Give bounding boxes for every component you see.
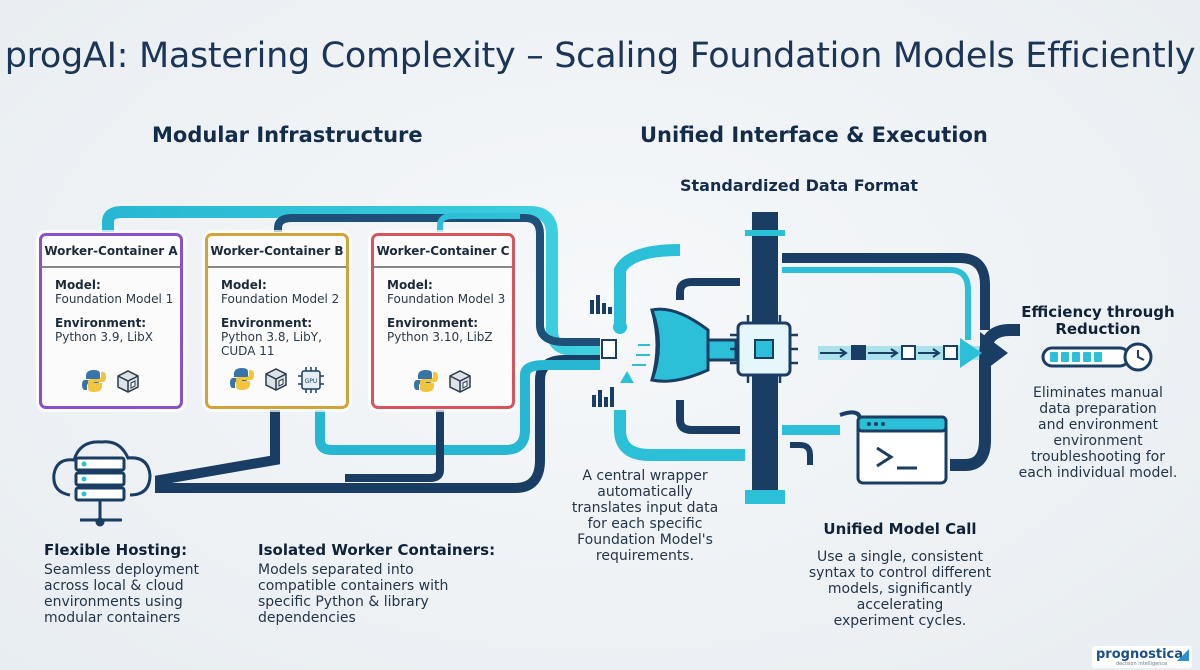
efficiency-description: Eliminates manual data preparation and e… [1015, 385, 1181, 481]
efficiency-line: and environment [1038, 417, 1158, 433]
python-icon [82, 370, 106, 392]
wrapper-line: translates input data [571, 500, 719, 516]
prognostica-logo: prognostica decision intelligence [1092, 646, 1192, 668]
isolated-line: Models separated into [258, 562, 414, 578]
efficiency-title: Efficiency through Reduction [1018, 304, 1178, 338]
wrapper-line: for each specific [587, 516, 703, 532]
unified-call-description: Use a single, consistent syntax to contr… [800, 549, 1000, 629]
cloud-server-icon [52, 440, 152, 527]
container-header: Worker-Container C [374, 236, 512, 268]
triangle-icon [620, 371, 634, 383]
section-title-unified: Unified Interface & Execution [640, 123, 988, 147]
worker-container-c[interactable]: Worker-Container C Model: Foundation Mod… [371, 233, 515, 409]
hosting-title: Flexible Hosting: [44, 541, 188, 559]
efficiency-line: troubleshooting for [1031, 449, 1165, 465]
environment-value: Python 3.10, LibZ [387, 330, 493, 344]
unified-call-line: syntax to control different [808, 565, 992, 581]
unified-call-line: Use a single, consistent [816, 549, 984, 565]
wrapper-description: A central wrapper automatically translat… [560, 468, 730, 564]
environment-value: Python 3.9, LibX [55, 330, 153, 344]
central-wrapper-graphic [590, 295, 798, 407]
isolated-line: dependencies [258, 610, 356, 626]
section-title-modular: Modular Infrastructure [152, 123, 423, 147]
funnel-icon [649, 307, 710, 383]
package-icon [449, 370, 471, 393]
unified-call-line: models, significantly [827, 581, 973, 597]
bar-chart-icon-2 [592, 387, 614, 407]
hosting-line: Seamless deployment [44, 562, 199, 578]
isolated-title: Isolated Worker Containers: [258, 541, 496, 559]
python-icon [414, 370, 438, 392]
efficiency-line: data preparation [1039, 401, 1157, 417]
document-icon [601, 339, 617, 359]
python-icon [230, 368, 254, 390]
unified-call-line: experiment cycles. [833, 613, 967, 629]
hosting-description: Flexible Hosting: Seamless deployment ac… [44, 541, 244, 626]
wrapper-line: A central wrapper [582, 468, 708, 484]
isolated-line: compatible containers with [258, 578, 449, 594]
model-value: Foundation Model 2 [221, 292, 340, 306]
terminal-icon [856, 415, 948, 485]
section-title-standardized: Standardized Data Format [680, 176, 918, 195]
environment-label: Environment: [221, 316, 313, 330]
wrapper-line: automatically [597, 484, 693, 500]
wrapper-line: Foundation Model's [577, 532, 713, 548]
worker-container-a[interactable]: Worker-Container A Model: Foundation Mod… [39, 233, 183, 409]
model-label: Model: [221, 278, 267, 292]
efficiency-title-line-2: Reduction [1055, 320, 1141, 338]
package-icon [117, 370, 139, 393]
worker-container-b[interactable]: Worker-Container B Model: Foundation Mod… [205, 233, 349, 409]
unified-call-line: accelerating [856, 597, 944, 613]
unified-call-title: Unified Model Call [823, 520, 977, 538]
hosting-line: environments using [44, 594, 183, 610]
chip-icon [730, 315, 798, 383]
container-header: Worker-Container A [42, 236, 180, 268]
logo-mark-icon [1177, 649, 1189, 661]
model-label: Model: [387, 278, 433, 292]
gpu-icon: GPU [298, 367, 324, 393]
hosting-line: across local & cloud [44, 578, 184, 594]
logo-name: prognostica [1096, 647, 1184, 662]
circle-icon [613, 320, 627, 334]
efficiency-line: Eliminates manual [1033, 385, 1163, 401]
isolated-description: Isolated Worker Containers: Models separ… [258, 541, 498, 626]
hosting-line: modular containers [44, 610, 181, 626]
environment-value: Python 3.8, LibY, CUDA 11 [221, 330, 322, 358]
logo-tagline: decision intelligence [1116, 661, 1168, 667]
model-label: Model: [55, 278, 101, 292]
wrapper-line: requirements. [595, 548, 695, 564]
environment-label: Environment: [55, 316, 147, 330]
isolated-line: specific Python & library [258, 594, 429, 610]
container-header: Worker-Container B [208, 236, 346, 268]
flow-steps [820, 345, 958, 360]
gpu-label: GPU [305, 378, 318, 385]
bar-chart-icon [590, 295, 612, 314]
model-value: Foundation Model 3 [387, 292, 506, 306]
package-icon [265, 368, 287, 391]
page-title: progAI: Mastering Complexity – Scaling F… [4, 36, 1196, 76]
model-value: Foundation Model 1 [55, 292, 174, 306]
efficiency-gauge-icon [1041, 342, 1153, 372]
efficiency-title-line-1: Efficiency through [1021, 303, 1175, 321]
efficiency-line: each individual model. [1018, 465, 1178, 481]
environment-label: Environment: [387, 316, 479, 330]
efficiency-line: environment [1053, 433, 1143, 449]
